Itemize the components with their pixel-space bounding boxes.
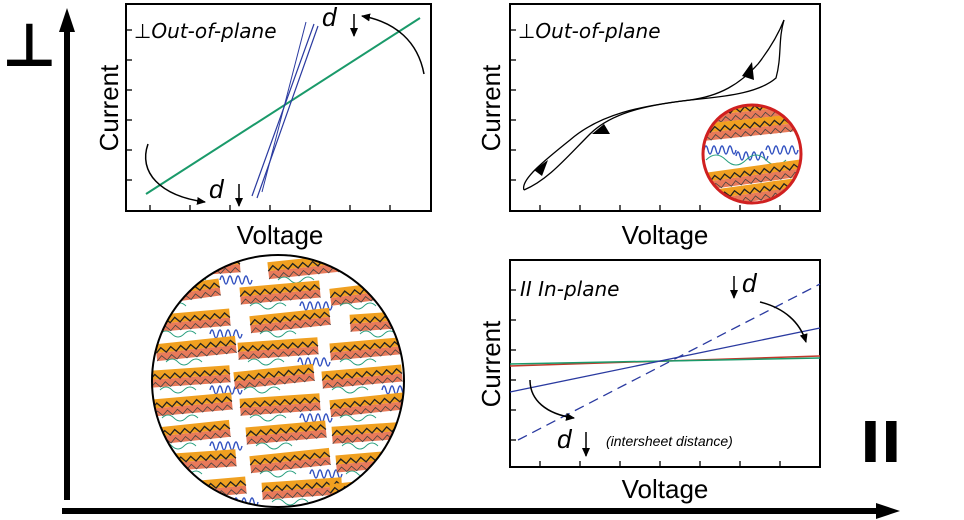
panel-bottom-right-curved-arrow-bottom [529,379,575,421]
panel-bottom-right-d-top: d [742,268,758,298]
panel-bottom-right-curved-arrow-top [759,301,808,343]
panel-top-left: ⊥Out-of-plane d d Current Voltage [94,2,432,250]
polymer-strand [339,414,377,422]
panel-top-left-ticks [126,29,391,211]
polymer-strand [159,330,197,338]
panel-top-right-arrowhead-1 [742,62,754,80]
polymer-strand [341,442,379,450]
polymer-strand [255,442,293,450]
panel-top-right-ticks [510,29,781,211]
polymer-strand [243,386,281,394]
polymer-strand [271,498,309,506]
panel-bottom-right-ylabel: Current [476,320,506,407]
panel-top-left-xlabel: Voltage [237,220,324,250]
panel-bottom-right-blue-line [509,327,821,393]
polymer-strand [159,386,197,394]
polymer-strand [249,302,287,310]
panel-top-left-green-line [145,17,421,195]
panel-top-right-arrowhead-2 [592,124,610,134]
main-vertical-axis [59,8,75,500]
panel-top-right-arrowhead-3 [534,160,548,176]
parallel-symbol: II [860,411,902,476]
polymer-coil [389,497,404,507]
polymer-strand [165,358,203,366]
panel-top-left-frame [125,3,432,212]
polymer-strand [249,414,287,422]
polymer-coil [420,276,452,284]
panel-top-right-xlabel: Voltage [622,220,709,250]
nanosheet [358,255,404,278]
panel-top-left-blue-line-2 [256,25,319,199]
polymer-strand [339,302,377,310]
parallel-symbol-text: II [860,411,902,476]
panel-bottom-right-label: II In-plane [520,277,619,301]
panel-top-left-curved-arrow-top [361,13,425,75]
panel-top-right-ylabel: Current [476,64,506,151]
polymer-coil [410,330,442,338]
panel-top-left-curved-arrow-bottom [144,143,206,205]
panel-top-left-d-bottom: d [209,174,225,204]
panel-bottom-right-green-line [509,357,821,365]
polymer-strand [331,386,369,394]
panel-top-right: ⊥Out-of-plane Current Voltage [476,3,821,250]
panel-top-left-blue-line-3 [261,21,307,193]
polymer-strand [339,358,377,366]
panel-bottom-right-xlabel: Voltage [622,474,709,504]
panel-bottom-right: II In-plane d d (intersheet distance) Cu… [476,259,821,504]
panel-bottom-right-d-bottom: d [557,424,573,454]
polymer-strand [247,358,285,366]
polymer-strand [339,498,377,506]
panel-top-right-label: ⊥Out-of-plane [518,19,661,43]
perpendicular-symbol-text: ⊥ [2,11,57,81]
inset-circle-small [701,103,803,205]
polymer-strand [359,330,397,338]
panel-bottom-right-ticks [510,289,781,467]
polymer-strand [161,414,199,422]
polymer-coil [391,441,404,451]
polymer-strand [259,470,297,478]
panel-top-left-d-top: d [322,2,338,32]
main-horizontal-axis [62,503,900,519]
panel-top-left-ylabel: Current [94,64,124,151]
polymer-strand [369,276,404,284]
panel-top-right-curve-lower [523,19,785,191]
panel-bottom-right-annotation: (intersheet distance) [606,433,733,449]
panel-top-left-label: ⊥Out-of-plane [134,19,277,43]
perpendicular-symbol: ⊥ [2,11,57,81]
inset-circle-large [151,254,452,508]
polymer-strand [259,330,297,338]
polymer-strand [175,498,213,506]
